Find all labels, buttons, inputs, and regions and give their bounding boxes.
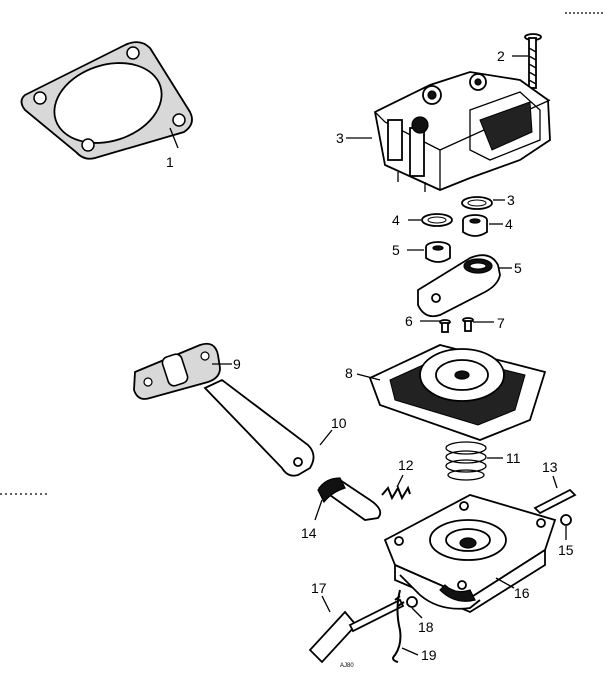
valve-4-left [407,241,451,263]
callout-4-left: 5 [392,242,400,258]
callout-7: 11 [506,450,521,466]
drawing-stamp: AJ80 [340,663,354,669]
lever-12 [203,378,333,477]
valve-4-right [462,214,503,237]
callout-16: 19 [421,647,437,663]
lever-13 [314,477,382,521]
spring-7 [445,441,503,481]
diaphragm-6 [356,344,547,441]
callout-9: 12 [398,457,414,473]
callout-17: 9 [233,356,241,372]
callout-10: 13 [542,459,558,475]
callout-3-right: 7 [497,315,505,331]
gasket-17 [133,342,232,400]
shaft-14 [308,595,405,664]
callout-5-right: 3 [507,192,515,208]
callout-18: 15 [558,542,574,558]
screw-3-left [420,319,451,333]
pin-10 [533,475,577,515]
callout-4-right: 4 [505,216,513,232]
callout-19: 1 [166,154,174,170]
callout-5-left: 4 [392,212,400,228]
washer-5-left [408,213,453,227]
spring-9 [381,474,411,501]
callout-2: 2 [497,48,505,64]
callout-8: 5 [514,260,522,276]
washer-5-right [461,196,505,210]
carburetor-base-11 [383,494,557,614]
callout-15: 18 [418,619,434,635]
callout-12: 10 [331,415,347,431]
callout-6: 8 [345,365,353,381]
callout-14: 17 [311,580,327,596]
callout-11: 16 [514,585,530,601]
callout-1: 3 [336,130,344,146]
callout-13: 14 [301,525,317,541]
spring-clip-16 [392,589,419,663]
plate-8 [417,254,512,318]
carburetor-body-1 [346,71,551,192]
gasket-19 [20,41,193,160]
callout-3-left: 6 [405,313,413,329]
screw-3-right [462,317,494,332]
washer-18 [560,514,572,540]
clip-15 [406,596,423,619]
